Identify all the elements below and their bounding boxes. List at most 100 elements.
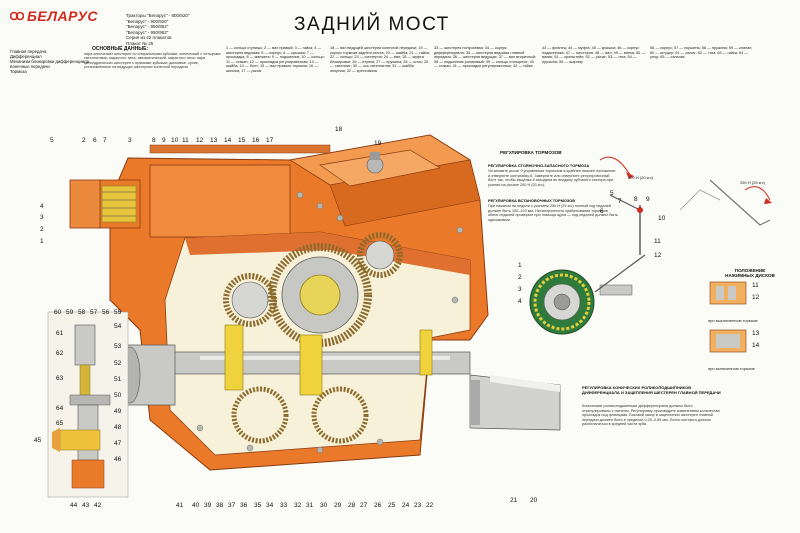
spec-item: Дифференциал: [10, 54, 42, 59]
model-line: Серия из 42 плакатов: [126, 35, 172, 41]
callout-number: 3: [128, 137, 132, 144]
callout-number: 7: [103, 137, 107, 144]
callout-number: 12: [196, 137, 204, 144]
model-line: Плакат № 25: [126, 40, 154, 46]
callout-number: 64: [56, 405, 64, 412]
callout-number: 29: [334, 502, 342, 509]
callout-number: 14: [752, 342, 760, 349]
callout-number: 11: [182, 137, 189, 144]
callout-number: 46: [114, 456, 122, 463]
specs-heading: ОСНОВНЫЕ ДАННЫЕ:: [92, 46, 149, 52]
callout-number: 5: [50, 137, 54, 144]
model-line: "Беларус" - 950/952": [126, 24, 169, 30]
callout-number: 49: [114, 408, 122, 415]
spec-item: Тормоза: [10, 69, 27, 74]
callout-number: 3: [518, 286, 522, 293]
callout-number: 2: [518, 274, 522, 281]
callout-number: 3: [40, 214, 44, 221]
legend-column-4: 43 — фланец; 44 — муфта; 45 — крышка; 46…: [542, 46, 646, 64]
callout-number: 31: [306, 502, 314, 509]
callout-number: 39: [204, 502, 212, 509]
callout-number: 62: [56, 350, 64, 357]
callout-number: 26: [374, 502, 382, 509]
service-brake-title: РЕГУЛИРОВКА ВСТАНОВОЧНЫХ ТОРМОЗОВ: [488, 198, 576, 203]
service-brake-text: При нажатии на педали с усилием 250 Н (2…: [488, 204, 618, 222]
callout-number: 1: [40, 238, 44, 245]
callout-number: 19: [374, 140, 382, 147]
callout-number: 48: [114, 424, 122, 431]
callout-number: 58: [78, 309, 86, 316]
callout-number: 52: [114, 360, 122, 367]
callout-number: 10: [658, 215, 666, 222]
disc-engaged-caption: при включенном тормозе: [708, 366, 755, 371]
callout-number: 51: [114, 376, 122, 383]
callout-number: 9: [162, 137, 166, 144]
callout-number: 65: [56, 420, 64, 427]
callout-number: 42: [94, 502, 102, 509]
callout-number: 30: [320, 502, 328, 509]
callout-number: 43: [82, 502, 90, 509]
callout-number: 12: [654, 252, 662, 259]
callout-number: 24: [402, 502, 410, 509]
legend-column-3: 33 — шестерня полуосевая; 34 — корпус ди…: [434, 46, 537, 69]
callout-number: 6: [93, 137, 97, 144]
callout-number: 32: [294, 502, 302, 509]
bearings-title: РЕГУЛИРОВКА КОНИЧЕСКИХ РОЛИКОПОДШИПНИКОВ…: [582, 385, 721, 395]
legend-column-2: 18 — вал ведущей шестерни конечной перед…: [330, 46, 430, 73]
model-line: "Беларус" - 950/952": [126, 29, 169, 35]
brand-logo-icon: [10, 11, 24, 21]
callout-number: 1: [518, 262, 522, 269]
spec-item: Механизм блокировки дифференциала: [10, 59, 90, 64]
brand-name: БЕЛАРУС: [27, 8, 99, 24]
callout-number: 11: [752, 282, 759, 289]
callout-number: 20: [530, 497, 538, 504]
callout-number: 53: [114, 343, 122, 350]
callout-number: 33: [280, 502, 288, 509]
callout-number: 11: [654, 238, 661, 245]
model-list: Тракторы "Беларус" - 800/820" "Беларус" …: [126, 13, 189, 47]
callout-number: 45: [34, 437, 42, 444]
callout-number: 8: [152, 137, 156, 144]
specs-items: Главная передача Дифференциал Механизм б…: [10, 49, 89, 74]
force-label-2: 250 Н (25 кгс): [740, 180, 766, 185]
disc-released-caption: при выключенном тормозе: [708, 318, 758, 323]
callout-number: 55: [114, 309, 122, 316]
brand: БЕЛАРУС: [10, 8, 98, 24]
model-line: Тракторы "Беларус" - 800/820": [126, 13, 190, 18]
callout-number: 59: [66, 309, 74, 316]
callout-number: 40: [192, 502, 200, 509]
parking-brake-title: РЕГУЛИРОВКА СТОЯНОЧНО-ЗАПАСНОГО ТОРМОЗА: [488, 163, 590, 168]
callout-number: 7: [618, 198, 622, 205]
callout-number: 9: [646, 196, 650, 203]
callout-number: 16: [252, 137, 260, 144]
callout-number: 28: [348, 502, 356, 509]
brake-assembly: [529, 156, 772, 335]
callout-number: 12: [752, 294, 760, 301]
force-label-1: 200 Н (20 кгс): [628, 175, 654, 180]
callout-number: 38: [216, 502, 224, 509]
housing: [69, 134, 561, 471]
callout-number: 2: [40, 226, 44, 233]
callout-number: 36: [240, 502, 248, 509]
callout-number: 21: [510, 497, 518, 504]
callout-number: 2: [82, 137, 86, 144]
callout-number: 63: [56, 375, 64, 382]
disc-positions-title: ПОЛОЖЕНИЕ НАЖИМНЫХ ДИСКОВ: [725, 268, 775, 279]
callout-number: 17: [266, 137, 274, 144]
callout-number: 34: [266, 502, 274, 509]
brakes-title: РЕГУЛИРОВКА ТОРМОЗОВ: [500, 150, 562, 155]
callout-number: 61: [56, 330, 64, 337]
callout-number: 4: [518, 298, 522, 305]
callout-number: 6: [600, 208, 604, 215]
spec-item: Главная передача: [10, 49, 47, 54]
bearings-text: Конические роликоподшипники дифференциал…: [582, 404, 720, 426]
callout-number: 57: [90, 309, 98, 316]
legend-column-1: 1 — кольцо ступицы; 2 — вал правый; 3 — …: [226, 46, 325, 73]
callout-number: 18: [335, 126, 343, 133]
callout-number: 13: [210, 137, 218, 144]
callout-number: 25: [388, 502, 396, 509]
callout-number: 22: [426, 502, 434, 509]
callout-number: 41: [176, 502, 184, 509]
